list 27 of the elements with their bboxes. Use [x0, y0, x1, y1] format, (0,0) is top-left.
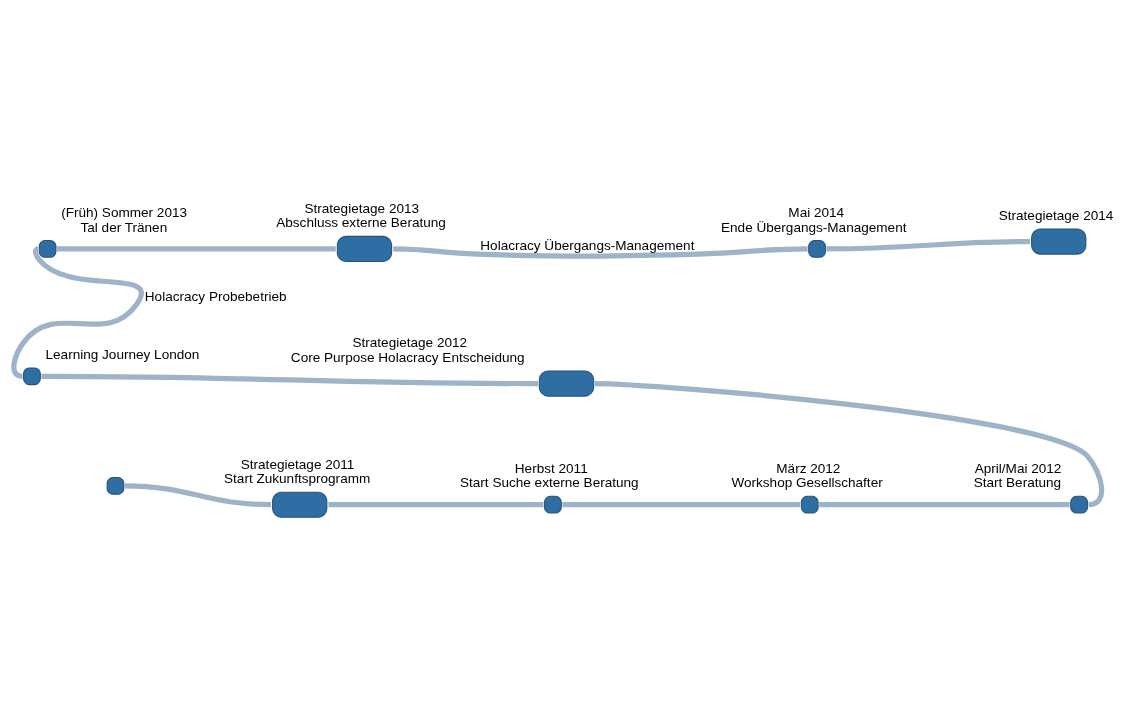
connector [393, 245, 808, 259]
connector [41, 373, 539, 386]
connector [11, 246, 144, 379]
edge-label: Holacracy Übergangs-Management [480, 237, 695, 253]
node-label: Core Purpose Holacracy Entscheidung [290, 349, 525, 365]
node-label: April/Mai 2012 [974, 460, 1062, 476]
connector [594, 380, 1105, 507]
node-label: Strategietage 2014 [998, 207, 1114, 223]
node-label: Herbst 2011 [514, 460, 588, 476]
connector [562, 501, 801, 507]
node-label: Start Suche externe Beratung [459, 474, 639, 490]
connector [57, 245, 336, 251]
node-label: Strategietage 2011 [240, 456, 355, 472]
connector [826, 238, 1031, 251]
node-label: Tal der Tränen [80, 219, 168, 235]
node-label: Strategietage 2013 [304, 200, 420, 216]
connector [819, 501, 1070, 507]
node-label: Learning Journey London [45, 346, 200, 362]
connector [328, 501, 544, 507]
node-label: Strategietage 2012 [352, 334, 468, 350]
node-label: Mai 2014 [788, 204, 845, 220]
edge-label: Holacracy Probebetrieb [144, 288, 287, 304]
node-label: Ende Übergangs-Management [721, 219, 907, 235]
node-label: (Früh) Sommer 2013 [61, 204, 188, 220]
node-label: Workshop Gesellschafter [731, 474, 883, 490]
node-label: März 2012 [776, 460, 841, 476]
connector [124, 482, 272, 507]
